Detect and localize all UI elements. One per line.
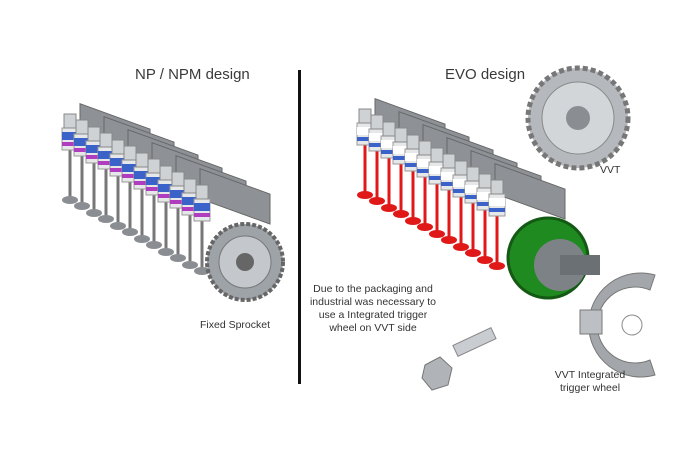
valve bbox=[193, 184, 211, 275]
vvt-sprocket-illustration bbox=[525, 65, 631, 171]
valve bbox=[97, 132, 115, 223]
valve bbox=[488, 179, 506, 270]
evo-valvetrain-illustration bbox=[356, 97, 566, 270]
packaging-note: Due to the packaging and industrial was … bbox=[309, 283, 437, 334]
np-npm-valvetrain-illustration bbox=[61, 102, 271, 275]
divider bbox=[298, 70, 301, 384]
valve bbox=[416, 140, 434, 231]
vvt-green-unit-illustration bbox=[506, 216, 600, 300]
valve bbox=[145, 158, 163, 249]
valve bbox=[169, 171, 187, 262]
bolt-illustration bbox=[421, 327, 497, 391]
trigger-wheel-illustration bbox=[579, 272, 656, 378]
fixed-sprocket-label: Fixed Sprocket bbox=[200, 319, 271, 331]
left-title: NP / NPM design bbox=[135, 66, 250, 83]
right-title: EVO design bbox=[445, 66, 526, 83]
vvt-label: VVT bbox=[600, 164, 621, 176]
trigger-wheel-label: VVT Integrated trigger wheel bbox=[554, 369, 626, 394]
valve bbox=[73, 119, 91, 210]
fixed-sprocket-illustration bbox=[205, 222, 285, 302]
